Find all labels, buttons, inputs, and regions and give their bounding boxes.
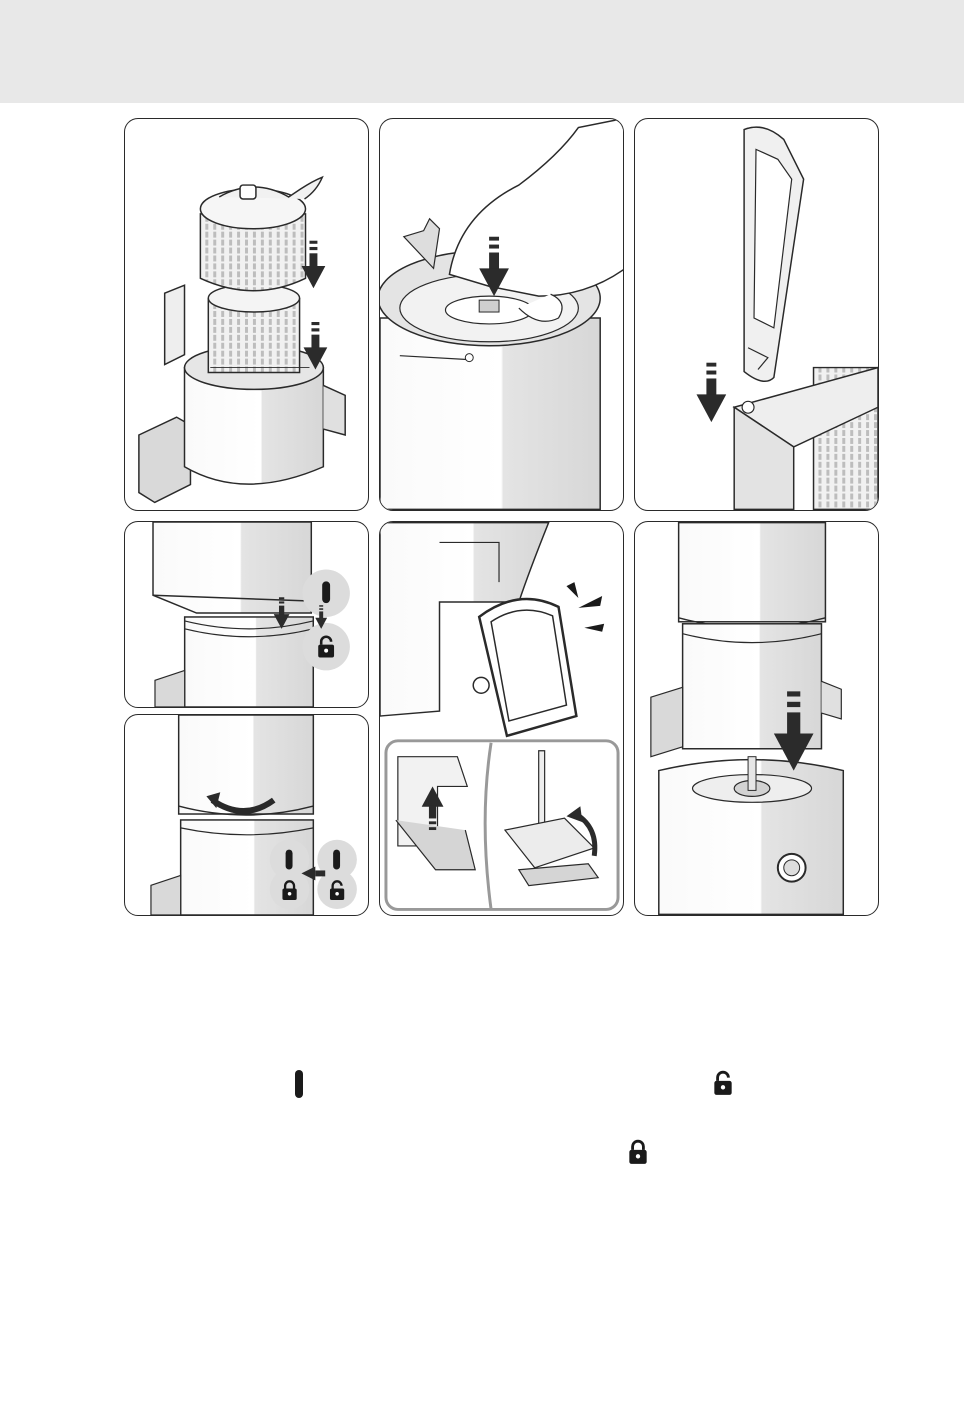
lock-icon [627, 1139, 649, 1165]
step-3-illustration [635, 119, 878, 510]
on-marker-icon [286, 850, 293, 870]
step-3-panel [634, 118, 879, 511]
on-marker-icon [333, 850, 340, 870]
step-5-illustration [125, 715, 368, 915]
step-2-panel [379, 118, 624, 511]
step-6-illustration [380, 522, 623, 915]
step-2-illustration [380, 119, 623, 510]
step-7-panel [634, 521, 879, 916]
click-marks-icon [566, 582, 604, 632]
down-arrow-icon [696, 363, 726, 423]
page-header-band [0, 0, 964, 103]
step-6-panel [379, 521, 624, 916]
step-7-illustration [635, 522, 878, 915]
step-1-panel [124, 118, 369, 511]
step-1-illustration [125, 119, 368, 510]
step-5-panel [124, 714, 369, 916]
on-marker-icon [295, 1070, 303, 1098]
step-4-panel [124, 521, 369, 708]
step-4-illustration [125, 522, 368, 707]
unlock-icon [712, 1070, 734, 1096]
on-marker-icon [322, 581, 330, 603]
